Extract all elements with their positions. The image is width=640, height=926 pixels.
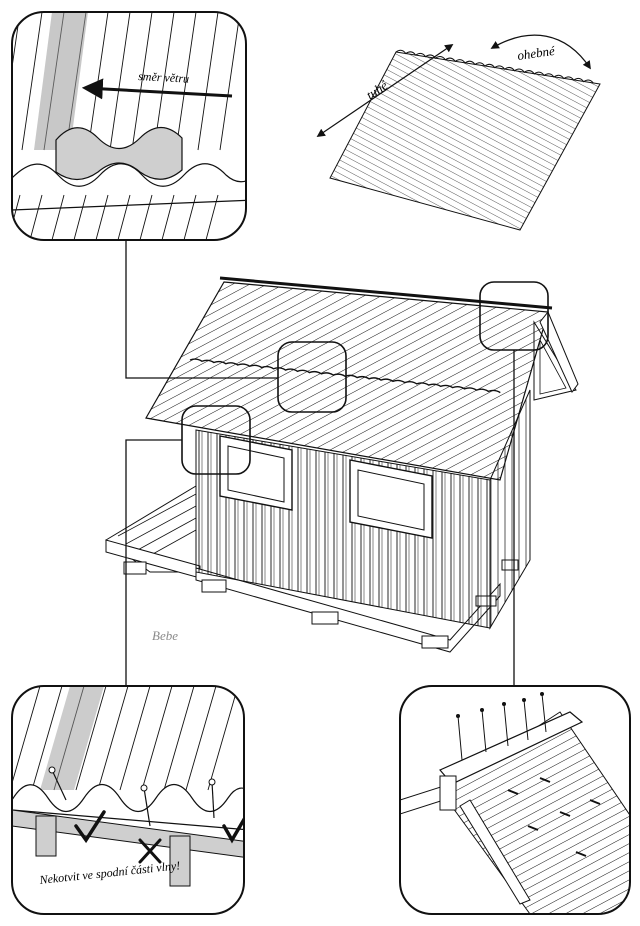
nailing-detail-inset: Nekotvit ve spodní části vlny! (11, 685, 245, 915)
brand-label: Bebe (152, 628, 178, 643)
flexible-direction-arrow-icon (490, 34, 591, 70)
rigid-direction-arrow-icon (316, 44, 454, 137)
garden-house-illustration (105, 276, 579, 653)
ridge-detail-inset (399, 685, 631, 915)
house-window-right (349, 459, 433, 539)
wind-arrow-icon (81, 78, 233, 100)
house-window-left (219, 435, 293, 511)
callout-connector-lines (125, 240, 515, 686)
wind-direction-inset: směr větru (11, 11, 247, 241)
wind-direction-label: směr větru (138, 69, 190, 86)
cross-icon (138, 838, 162, 864)
sheet-orientation-figure: tuhé ohebné (316, 34, 601, 231)
check-icon (74, 810, 106, 844)
flexible-label: ohebné (516, 43, 556, 63)
callout-frame-overlap (277, 341, 347, 413)
check-icon (222, 814, 244, 844)
corrugated-roof (145, 281, 549, 481)
